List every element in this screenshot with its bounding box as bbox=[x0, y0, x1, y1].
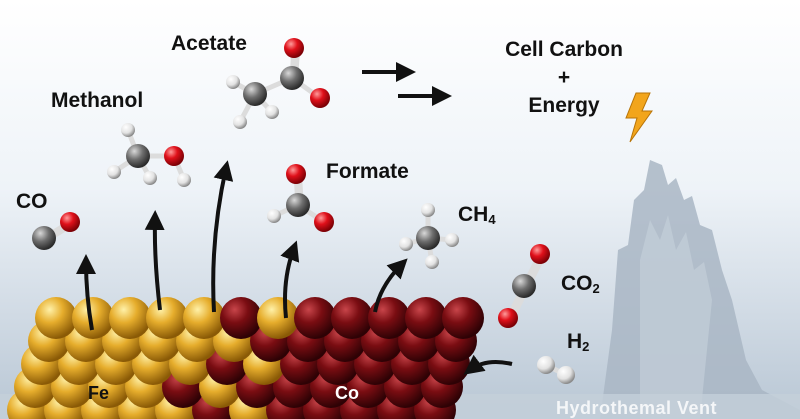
fe-atom bbox=[146, 297, 188, 339]
fe-atom bbox=[35, 297, 77, 339]
formate-label: Formate bbox=[326, 160, 409, 183]
h2-label: H2 bbox=[567, 330, 590, 354]
ch4-molecule bbox=[399, 203, 459, 269]
ch4-label: CH4 bbox=[458, 203, 496, 227]
co-atom bbox=[220, 297, 262, 339]
fe-label: Fe bbox=[88, 383, 110, 403]
co-atom bbox=[294, 297, 336, 339]
methanol-label: Methanol bbox=[51, 89, 144, 112]
product-arrows bbox=[76, 160, 513, 375]
co-molecule bbox=[32, 212, 80, 250]
vent-label: Hydrothemal Vent bbox=[556, 398, 718, 418]
cell-carbon-text: Cell Carbon bbox=[505, 38, 623, 61]
h2-molecule bbox=[537, 356, 575, 384]
co-atom bbox=[331, 297, 373, 339]
fe-atom bbox=[257, 297, 299, 339]
co2-molecule bbox=[498, 244, 550, 328]
fe-atom bbox=[109, 297, 151, 339]
molecules bbox=[32, 38, 575, 384]
energy-text: Energy bbox=[528, 94, 600, 117]
co-atom bbox=[405, 297, 447, 339]
fe-atom bbox=[72, 297, 114, 339]
fe-atom bbox=[183, 297, 225, 339]
cell-carbon-energy-label: Cell Carbon + Energy bbox=[464, 36, 664, 120]
acetate-molecule bbox=[226, 38, 330, 129]
lightning-icon bbox=[625, 92, 653, 143]
acetate-label: Acetate bbox=[171, 32, 247, 55]
co2-label: CO2 bbox=[561, 272, 600, 296]
co-label: CO bbox=[16, 190, 48, 213]
metal-catalyst-slab bbox=[7, 297, 484, 419]
co-atom bbox=[442, 297, 484, 339]
equilibrium-arrows-icon bbox=[362, 62, 452, 106]
formate-molecule bbox=[267, 164, 334, 232]
plus-text: + bbox=[557, 66, 571, 89]
co-metal-label: Co bbox=[335, 383, 359, 403]
methanol-molecule bbox=[107, 123, 191, 187]
co-atom bbox=[368, 297, 410, 339]
